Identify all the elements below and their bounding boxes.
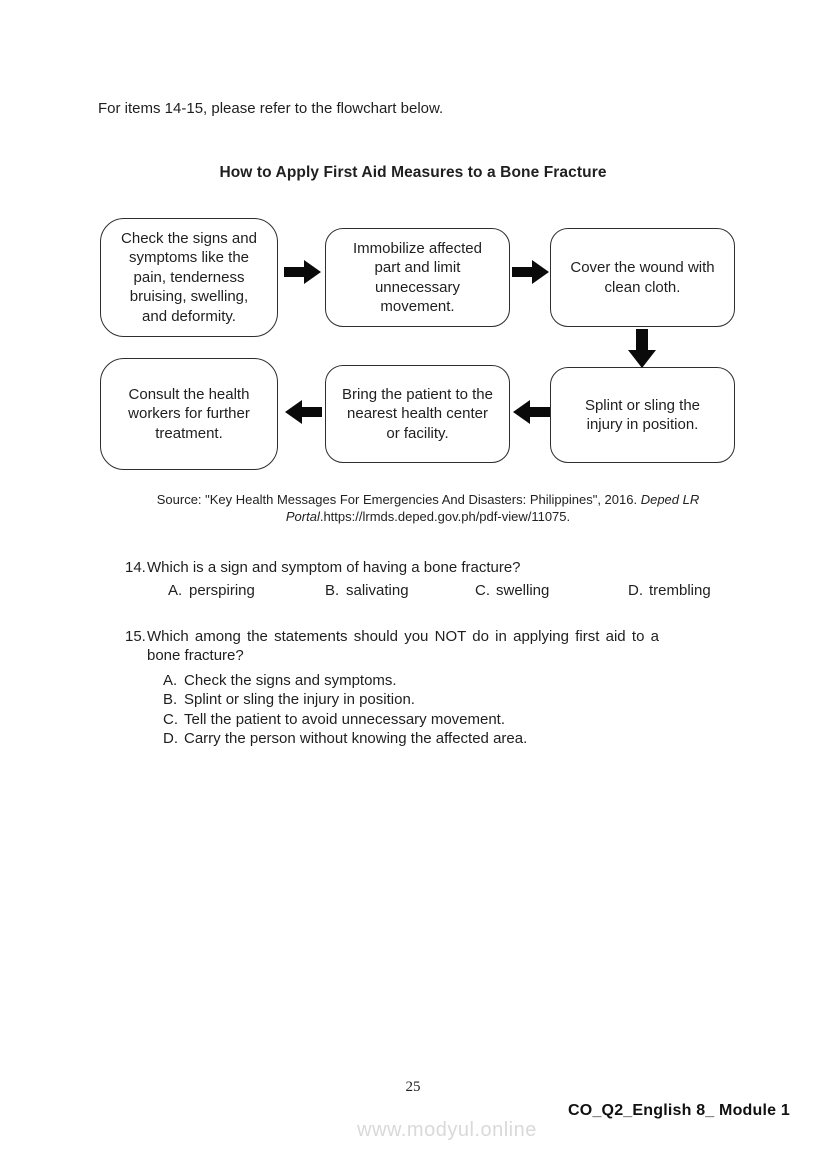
flowchart-step-consult-health-workers: Consult the health workers for further t… bbox=[100, 358, 278, 470]
question-14: 14. Which is a sign and symptom of havin… bbox=[125, 558, 737, 578]
source-citation-italic: Deped LR Portal bbox=[285, 492, 700, 524]
option-letter: A. bbox=[168, 581, 183, 599]
question-15-text: Which among the statements should you NO… bbox=[147, 627, 659, 665]
question-14-option-c: C. swelling bbox=[475, 581, 549, 601]
option-letter: B. bbox=[325, 581, 340, 599]
option-letter: C. bbox=[475, 581, 490, 599]
question-14-text: Which is a sign and symptom of having a … bbox=[147, 559, 521, 576]
option-text: trembling bbox=[649, 581, 711, 599]
flowchart-step-immobilize: Immobilize affected part and limit unnec… bbox=[325, 228, 510, 327]
source-citation-url: .https://lrmds.deped.gov.ph/pdf-view/110… bbox=[319, 509, 571, 524]
option-text: Check the signs and symptoms. bbox=[184, 671, 397, 689]
question-15: 15. Which among the statements should yo… bbox=[125, 627, 737, 666]
arrow-right-icon bbox=[284, 260, 321, 284]
option-letter: C. bbox=[163, 710, 178, 728]
option-letter: D. bbox=[163, 730, 178, 747]
question-14-option-d: D. trembling bbox=[628, 581, 711, 601]
arrow-right-icon bbox=[512, 260, 549, 284]
question-14-options: A. perspiring B. salivating C. swelling D. t… bbox=[125, 581, 737, 603]
source-citation: Source: "Key Health Messages For Emergen… bbox=[150, 491, 706, 525]
option-text: Tell the patient to avoid unnecessary mo… bbox=[184, 710, 506, 728]
question-14-number: 14. bbox=[125, 559, 146, 576]
option-text: perspiring bbox=[189, 581, 255, 599]
arrow-left-icon bbox=[285, 400, 322, 424]
question-14-option-b: B. salivating bbox=[325, 581, 409, 601]
question-15-option-b: B. Splint or sling the injury in position… bbox=[163, 690, 737, 710]
questions-section: 14. Which is a sign and symptom of havin… bbox=[125, 558, 737, 749]
flowchart-step-check-signs: Check the signs and symptoms like the pa… bbox=[100, 218, 278, 337]
flowchart-step-cover-wound: Cover the wound with clean cloth. bbox=[550, 228, 735, 327]
source-citation-text: Source: "Key Health Messages For Emergen… bbox=[156, 492, 641, 507]
question-15-number: 15. bbox=[125, 627, 146, 645]
arrow-left-icon bbox=[513, 400, 550, 424]
option-letter: D. bbox=[628, 581, 643, 599]
arrow-down-icon bbox=[628, 329, 656, 368]
flowchart: Check the signs and symptoms like the pa… bbox=[0, 210, 826, 488]
option-text: swelling bbox=[496, 581, 550, 599]
option-text: Carry the person without knowing the aff… bbox=[184, 730, 528, 747]
question-15-option-a: A. Check the signs and symptoms. bbox=[163, 671, 737, 691]
page-number: 25 bbox=[405, 1079, 421, 1095]
question-15-option-c: C. Tell the patient to avoid unnecessary … bbox=[163, 710, 737, 730]
flowchart-step-bring-patient: Bring the patient to the nearest health … bbox=[325, 365, 510, 463]
module-footer-label: CO_Q2_English 8_ Module 1 bbox=[568, 1102, 790, 1119]
flowchart-step-splint-sling: Splint or sling the injury in position. bbox=[550, 367, 735, 463]
flowchart-title: How to Apply First Aid Measures to a Bon… bbox=[219, 164, 607, 181]
question-15-option-d: D. Carry the person without knowing the a… bbox=[163, 729, 737, 749]
option-text: Splint or sling the injury in position. bbox=[184, 691, 415, 708]
watermark-text: www.modyul.online bbox=[357, 1119, 537, 1141]
question-15-options: A. Check the signs and symptoms. B. Splint… bbox=[125, 671, 737, 749]
option-letter: B. bbox=[163, 691, 178, 708]
intro-text: For items 14-15, please refer to the flo… bbox=[98, 100, 444, 117]
option-letter: A. bbox=[163, 671, 178, 689]
question-14-option-a: A. perspiring bbox=[168, 581, 255, 601]
option-text: salivating bbox=[346, 581, 409, 599]
